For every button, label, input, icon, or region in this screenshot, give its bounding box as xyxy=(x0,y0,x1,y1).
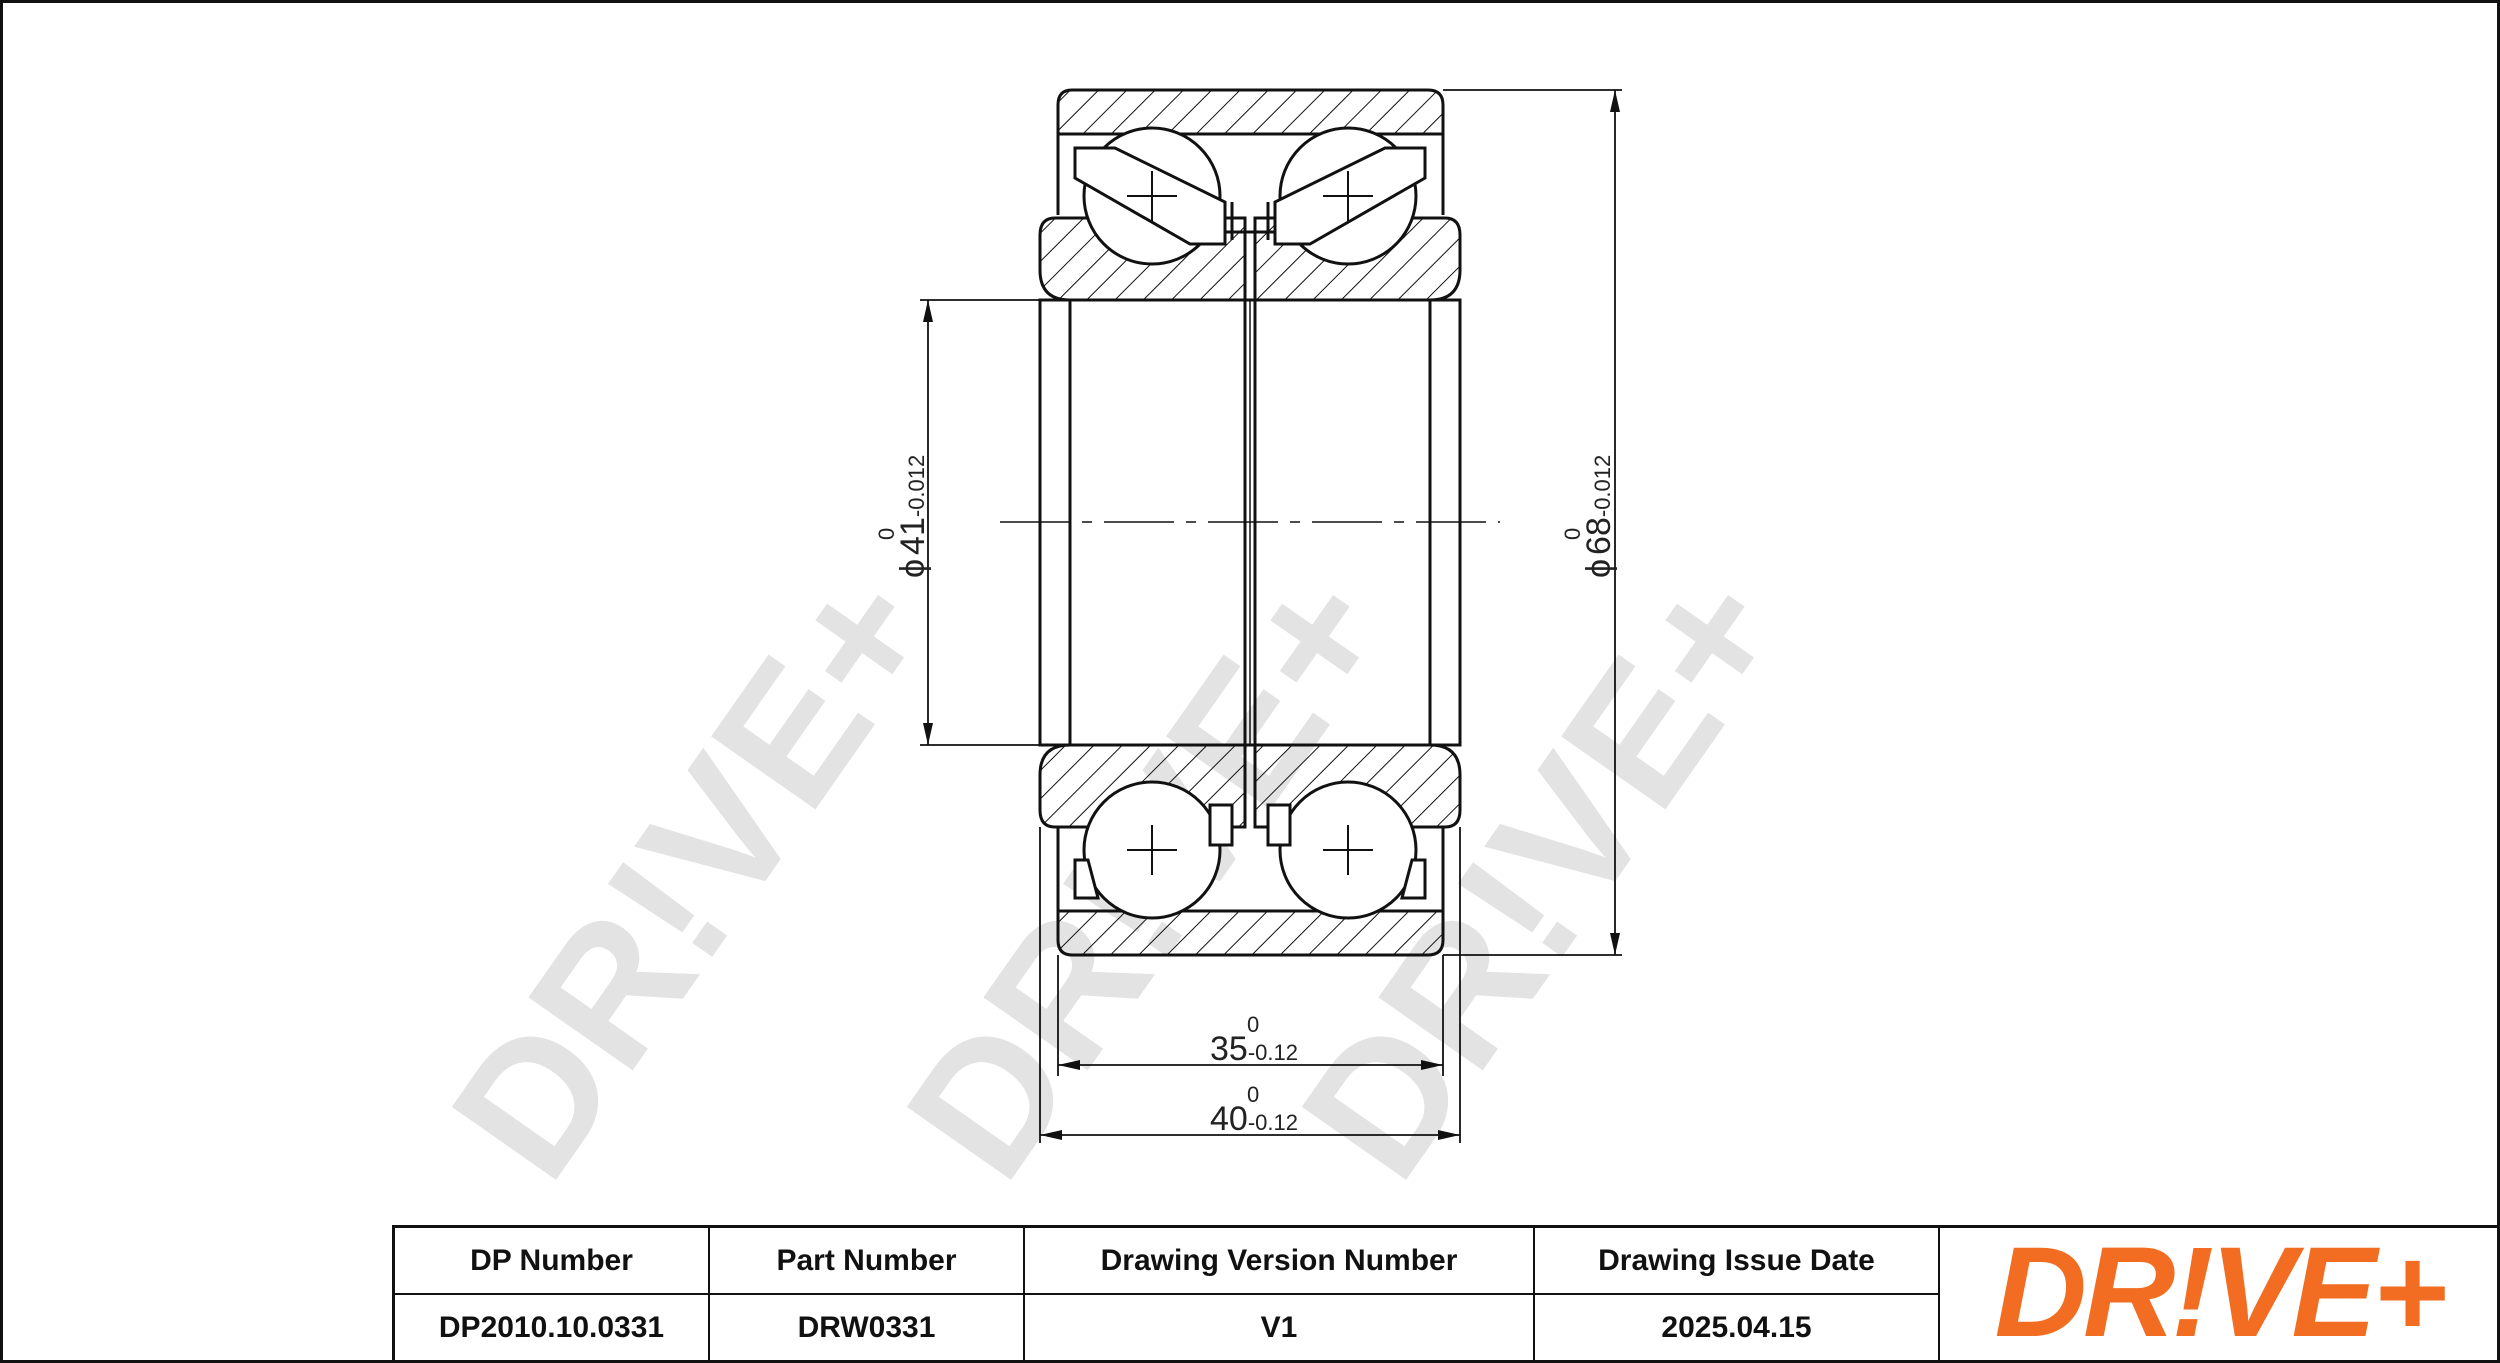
logo-cell: DR!VE+ xyxy=(1940,1228,2497,1360)
col-version: Drawing Version Number V1 xyxy=(1025,1228,1535,1360)
svg-text:35-0.12: 35-0.12 xyxy=(1210,1030,1298,1068)
header-part-number: Part Number xyxy=(710,1228,1023,1295)
outer-ring-bottom xyxy=(1056,909,1445,957)
col-dp-number: DP Number DP2010.10.0331 xyxy=(395,1228,710,1360)
value-issue-date: 2025.04.15 xyxy=(1661,1310,1812,1344)
bore-nominal: 41 xyxy=(894,517,932,555)
bearing-section xyxy=(1000,88,1500,957)
bore-upper: 0 xyxy=(874,528,899,540)
dimension-outer-width-label: 40-0.12 0 xyxy=(1210,1082,1298,1138)
logo-text: DR!VE+ xyxy=(1994,1234,2444,1354)
svg-text:40-0.12: 40-0.12 xyxy=(1210,1100,1298,1138)
outer-upper: 0 xyxy=(1560,528,1585,540)
cage-bottom-right-tab xyxy=(1400,858,1427,900)
outer-width-nominal: 40 xyxy=(1210,1100,1248,1138)
header-issue-date: Drawing Issue Date xyxy=(1535,1228,1938,1295)
value-version: V1 xyxy=(1260,1310,1298,1344)
outer-symbol: ϕ xyxy=(1580,559,1618,578)
value-part-number: DRW0331 xyxy=(797,1310,936,1344)
outer-width-lower: -0.12 xyxy=(1248,1110,1298,1135)
bore-lower: -0.012 xyxy=(904,455,929,517)
drive-logo: DR!VE+ xyxy=(1994,1234,2448,1354)
title-block: DP Number DP2010.10.0331 Part Number DRW… xyxy=(392,1225,2497,1360)
cage-bottom-left-tab xyxy=(1073,858,1100,900)
dimension-bore-label: ϕ 41-0.012 0 xyxy=(874,455,932,578)
inner-width-upper: 0 xyxy=(1247,1012,1259,1037)
inner-width-nominal: 35 xyxy=(1210,1030,1248,1068)
inner-width-lower: -0.12 xyxy=(1248,1040,1298,1065)
outer-width-upper: 0 xyxy=(1247,1082,1259,1107)
svg-text:ϕ68-0.012: ϕ 68-0.012 xyxy=(1580,455,1618,578)
outer-nominal: 68 xyxy=(1580,517,1618,555)
outer-ring-top xyxy=(1056,88,1445,136)
header-dp-number: DP Number xyxy=(395,1228,708,1295)
dimension-inner-width-label: 35-0.12 0 xyxy=(1210,1012,1298,1068)
bore-symbol: ϕ xyxy=(894,559,932,578)
col-issue-date: Drawing Issue Date 2025.04.15 xyxy=(1535,1228,1940,1360)
cage-bottom-right xyxy=(1266,803,1292,847)
outer-lower: -0.012 xyxy=(1590,455,1615,517)
cage-bottom-left xyxy=(1208,803,1234,847)
watermark-left: DR!VE+ xyxy=(413,535,974,1213)
dimension-lines xyxy=(920,89,1622,1143)
dimension-outer-label: ϕ 68-0.012 0 xyxy=(1560,455,1618,578)
value-dp-number: DP2010.10.0331 xyxy=(438,1310,665,1344)
svg-text:ϕ41-0.012: ϕ 41-0.012 xyxy=(894,455,932,578)
col-part-number: Part Number DRW0331 xyxy=(710,1228,1025,1360)
header-version: Drawing Version Number xyxy=(1025,1228,1533,1295)
